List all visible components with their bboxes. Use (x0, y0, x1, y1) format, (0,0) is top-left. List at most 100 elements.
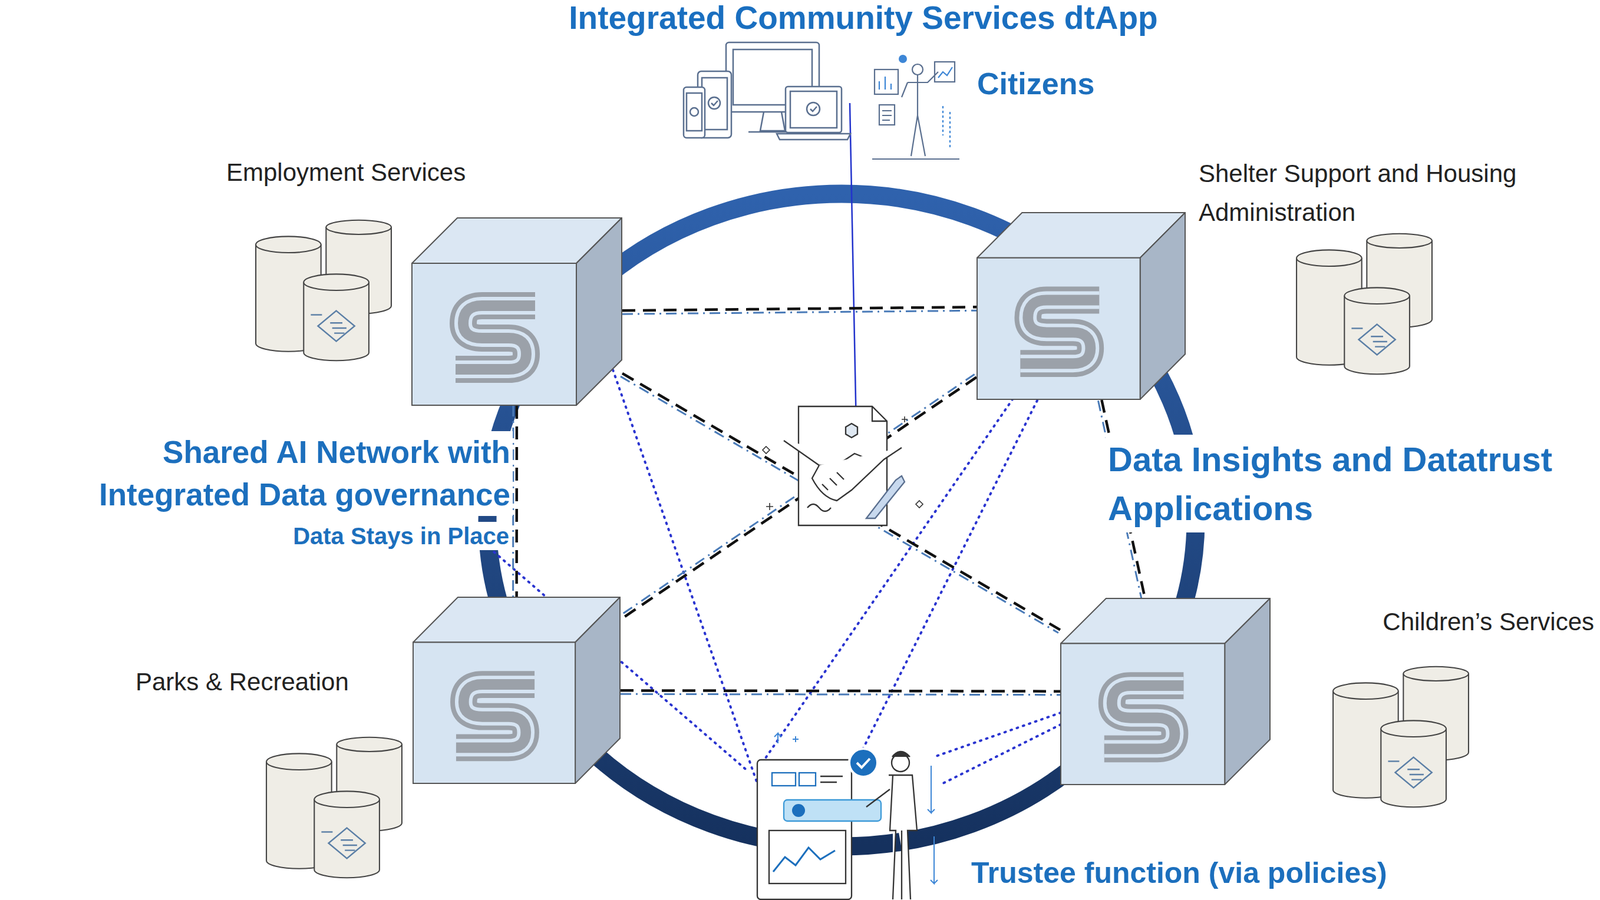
devices-illustration-part (810, 106, 817, 112)
cube-shape (411, 217, 623, 407)
network-link (620, 373, 1061, 634)
logo-mark-part (456, 684, 535, 748)
citizen-illustration-part (879, 104, 895, 125)
network-link (620, 690, 1061, 695)
logo-mark-part (1104, 685, 1184, 750)
logo-mark (456, 684, 535, 748)
network-link (513, 406, 517, 597)
service-cube: Employment Services (411, 217, 623, 407)
logo-mark-part (1104, 685, 1184, 750)
logo-mark-part (455, 305, 536, 370)
logo-mark (1104, 685, 1184, 750)
database-icon (1333, 667, 1469, 808)
service-label: Children’s Services (1352, 602, 1595, 642)
network-subheading: Data Stays in Place (223, 522, 512, 551)
logo-mark (1020, 300, 1100, 365)
citizen-illustration-part (879, 76, 892, 90)
logo-mark-part (455, 305, 536, 370)
devices-illustration-part (760, 111, 785, 131)
trustee-illustration-part (866, 775, 917, 900)
cube-front (413, 642, 576, 784)
logo-mark (455, 305, 536, 370)
citizen-illustration-part (912, 64, 923, 75)
logo-mark-part (1020, 300, 1100, 365)
citizen-illustration (872, 54, 960, 160)
devices-illustration-part (776, 133, 851, 140)
service-label: Employment Services (226, 153, 557, 193)
link-line (515, 406, 519, 597)
cube-front (1060, 644, 1225, 785)
cube-shape (976, 212, 1186, 401)
service-label: Shelter Support and Housing Administrati… (1198, 154, 1588, 233)
link-line (620, 377, 977, 620)
service-cube: Parks & Recreation (412, 596, 621, 785)
service-label: Parks & Recreation (135, 662, 395, 702)
handshake-illustration-part (807, 504, 831, 512)
cube-front (411, 263, 577, 406)
trustee-illustration-part (772, 773, 796, 787)
cube-side (576, 218, 622, 406)
network-link (618, 374, 977, 620)
citizen-illustration-part (938, 67, 953, 78)
insights-heading: Data Insights and Datatrust Applications (1105, 434, 1582, 533)
citizen-illustration-part (872, 158, 960, 160)
trustee-illustration-part (757, 760, 852, 900)
trustee-illustration-part (820, 776, 843, 783)
devices-illustration-part (790, 91, 837, 128)
citizen-illustration-part (874, 69, 899, 95)
devices-illustration-part (690, 107, 699, 117)
citizen-illustration-part (942, 106, 950, 148)
trustee-illustration-part (773, 848, 836, 873)
link-overlay (618, 374, 975, 617)
service-cube: Shelter Support and Housing Administrati… (976, 212, 1186, 401)
logo-mark-part (1020, 300, 1100, 365)
trustee-illustration-part (774, 733, 938, 884)
diagram-title: Integrated Community Services dtApp (506, 0, 1220, 36)
dotted-links-part (934, 713, 1061, 758)
logo-mark-part (455, 305, 536, 370)
citizen-illustration-part (882, 110, 892, 121)
devices-illustration (683, 42, 851, 140)
link-line (622, 307, 977, 311)
trustee-label: Trustee function (via policies) (968, 855, 1390, 892)
cube-shape (412, 596, 621, 785)
network-link (622, 307, 977, 315)
network-heading: Shared AI Network with Integrated Data g… (2, 431, 513, 517)
dotted-links-part (942, 724, 1061, 784)
cube-shape (1060, 598, 1271, 786)
link-line (620, 690, 1061, 692)
trustee-illustration-part (799, 773, 816, 787)
cube-front (977, 258, 1141, 400)
dotted-links-part (760, 393, 1017, 767)
database-icon (255, 220, 392, 362)
handshake-illustration-part (872, 406, 887, 422)
logo-mark-part (1104, 685, 1184, 750)
link-overlay (620, 376, 1059, 633)
trustee-illustration-part (849, 749, 878, 778)
citizens-label: Citizens (974, 66, 1097, 102)
link-overlay (620, 694, 1061, 695)
logo-mark-part (456, 684, 535, 748)
devices-illustration-part (686, 93, 702, 131)
handshake-illustration (762, 406, 923, 526)
trustee-illustration-part (769, 830, 846, 884)
logo-mark-part (1020, 300, 1100, 365)
database-icon (1296, 233, 1433, 375)
devices-illustration-part (785, 86, 842, 133)
devices-illustration-part (806, 102, 820, 116)
devices-illustration-part (708, 97, 721, 110)
trustee-illustration-part (856, 759, 870, 768)
database-icon (266, 737, 402, 879)
link-line (622, 373, 1061, 630)
handshake-illustration-part (822, 472, 844, 491)
handshake-illustration-part (845, 423, 858, 438)
logo-mark-part (456, 684, 535, 748)
trustee-illustration-part (783, 800, 882, 822)
citizen-illustration-part (901, 71, 939, 157)
handshake-illustration-part (762, 416, 923, 511)
trustee-illustration-part (892, 751, 910, 758)
trustee-illustration-part (792, 804, 806, 818)
trustee-illustration (757, 733, 938, 900)
devices-illustration-part (711, 100, 718, 106)
citizen-illustration-part (898, 54, 907, 64)
